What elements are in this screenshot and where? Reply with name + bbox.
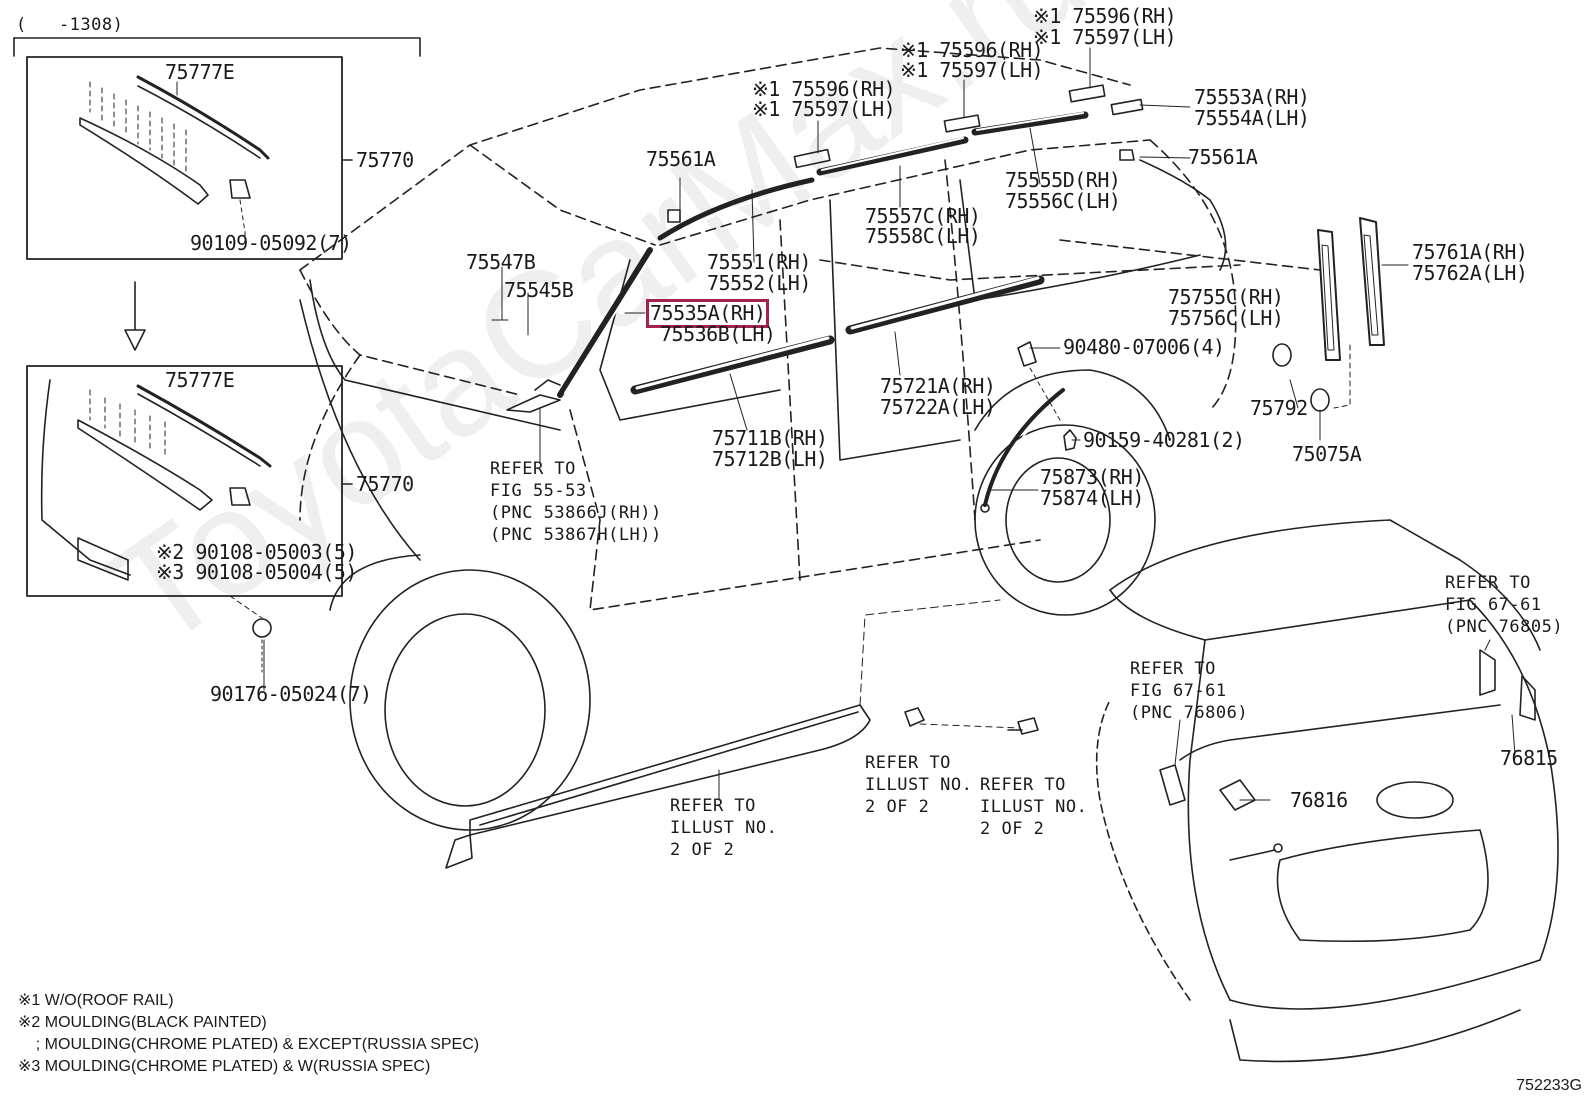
ref-illust-2of2-clip-a[interactable]: REFER TO ILLUST NO. 2 OF 2	[865, 753, 973, 817]
part-label-75547b[interactable]: 75547B	[466, 250, 536, 274]
part-label-75597-lh-b[interactable]: ※1 75597(LH)	[900, 58, 1044, 82]
part-label-75722a[interactable]: 75722A(LH)	[880, 395, 996, 419]
part-label-75556c[interactable]: 75556C(LH)	[1005, 189, 1121, 213]
part-label-75552[interactable]: 75552(LH)	[707, 271, 811, 295]
part-label-75761a[interactable]: 75761A(RH)	[1412, 240, 1528, 264]
part-label-75558c[interactable]: 75558C(LH)	[865, 224, 981, 248]
part-label-75545b[interactable]: 75545B	[504, 278, 574, 302]
part-label-75711b[interactable]: 75711B(RH)	[712, 426, 828, 450]
part-label-90108-05003[interactable]: ※2 90108-05003(5)	[156, 540, 357, 564]
part-label-75777e-lower[interactable]: 75777E	[165, 368, 235, 392]
part-label-75536b[interactable]: 75536B(LH)	[660, 322, 776, 346]
ref-fig-67-61-76805[interactable]: REFER TO FIG 67-61 (PNC 76805)	[1445, 573, 1564, 637]
part-label-75712b[interactable]: 75712B(LH)	[712, 447, 828, 471]
part-label-75874[interactable]: 75874(LH)	[1040, 486, 1144, 510]
part-label-75551[interactable]: 75551(RH)	[707, 250, 811, 274]
footnote-2-cont: ; MOULDING(CHROME PLATED) & EXCEPT(RUSSI…	[18, 1036, 480, 1053]
part-label-75597-lh-a[interactable]: ※1 75597(LH)	[752, 97, 896, 121]
part-label-75596-rh-c[interactable]: ※1 75596(RH)	[1033, 4, 1177, 28]
part-label-75873[interactable]: 75873(RH)	[1040, 465, 1144, 489]
inset-box-lower	[26, 365, 343, 597]
part-label-75762a[interactable]: 75762A(LH)	[1412, 261, 1528, 285]
part-label-75596-rh-b[interactable]: ※1 75596(RH)	[900, 38, 1044, 62]
footnote-2: ※2 MOULDING(BLACK PAINTED)	[18, 1014, 267, 1031]
part-label-90176-05024[interactable]: 90176-05024(7)	[210, 682, 372, 706]
part-label-75554a[interactable]: 75554A(LH)	[1194, 106, 1310, 130]
footnote-1: ※1 W/O(ROOF RAIL)	[18, 992, 174, 1009]
part-label-75721a[interactable]: 75721A(RH)	[880, 374, 996, 398]
part-label-90109-05092[interactable]: 90109-05092(7)	[190, 231, 352, 255]
part-label-75535a-selected[interactable]: 75535A(RH)	[645, 299, 770, 328]
part-label-75596-rh-a[interactable]: ※1 75596(RH)	[752, 77, 896, 101]
part-label-90159-40281[interactable]: 90159-40281(2)	[1083, 428, 1245, 452]
part-label-75561a-rear[interactable]: 75561A	[1188, 145, 1258, 169]
part-label-75792[interactable]: 75792	[1250, 396, 1308, 420]
inset-box-upper	[26, 56, 343, 260]
ref-illust-2of2-clip-b[interactable]: REFER TO ILLUST NO. 2 OF 2	[980, 775, 1088, 839]
part-label-90108-05004[interactable]: ※3 90108-05004(5)	[156, 560, 357, 584]
part-label-90480-07006[interactable]: 90480-07006(4)	[1063, 335, 1225, 359]
part-label-75777e[interactable]: 75777E	[165, 60, 235, 84]
part-label-75770[interactable]: 75770	[356, 148, 414, 172]
part-label-75755c[interactable]: 75755C(RH)	[1168, 285, 1284, 309]
ref-illust-2of2-rocker[interactable]: REFER TO ILLUST NO. 2 OF 2	[670, 796, 778, 860]
part-label-75553a[interactable]: 75553A(RH)	[1194, 85, 1310, 109]
part-label-75597-lh-c[interactable]: ※1 75597(LH)	[1033, 25, 1177, 49]
part-label-75555d[interactable]: 75555D(RH)	[1005, 168, 1121, 192]
range-label: ( -1308)	[16, 15, 124, 35]
part-label-75756c[interactable]: 75756C(LH)	[1168, 306, 1284, 330]
ref-fig-55-53[interactable]: REFER TO FIG 55-53 (PNC 53866J(RH)) (PNC…	[490, 459, 662, 545]
footnote-3: ※3 MOULDING(CHROME PLATED) & W(RUSSIA SP…	[18, 1058, 431, 1075]
part-label-75557c[interactable]: 75557C(RH)	[865, 204, 981, 228]
part-label-76816[interactable]: 76816	[1290, 788, 1348, 812]
part-label-75561a[interactable]: 75561A	[646, 147, 716, 171]
part-label-75770-lower[interactable]: 75770	[356, 472, 414, 496]
part-label-76815[interactable]: 76815	[1500, 746, 1558, 770]
part-label-75075a[interactable]: 75075A	[1292, 442, 1362, 466]
figure-code: 752233G	[1516, 1077, 1582, 1094]
ref-fig-67-61-76806[interactable]: REFER TO FIG 67-61 (PNC 76806)	[1130, 659, 1249, 723]
